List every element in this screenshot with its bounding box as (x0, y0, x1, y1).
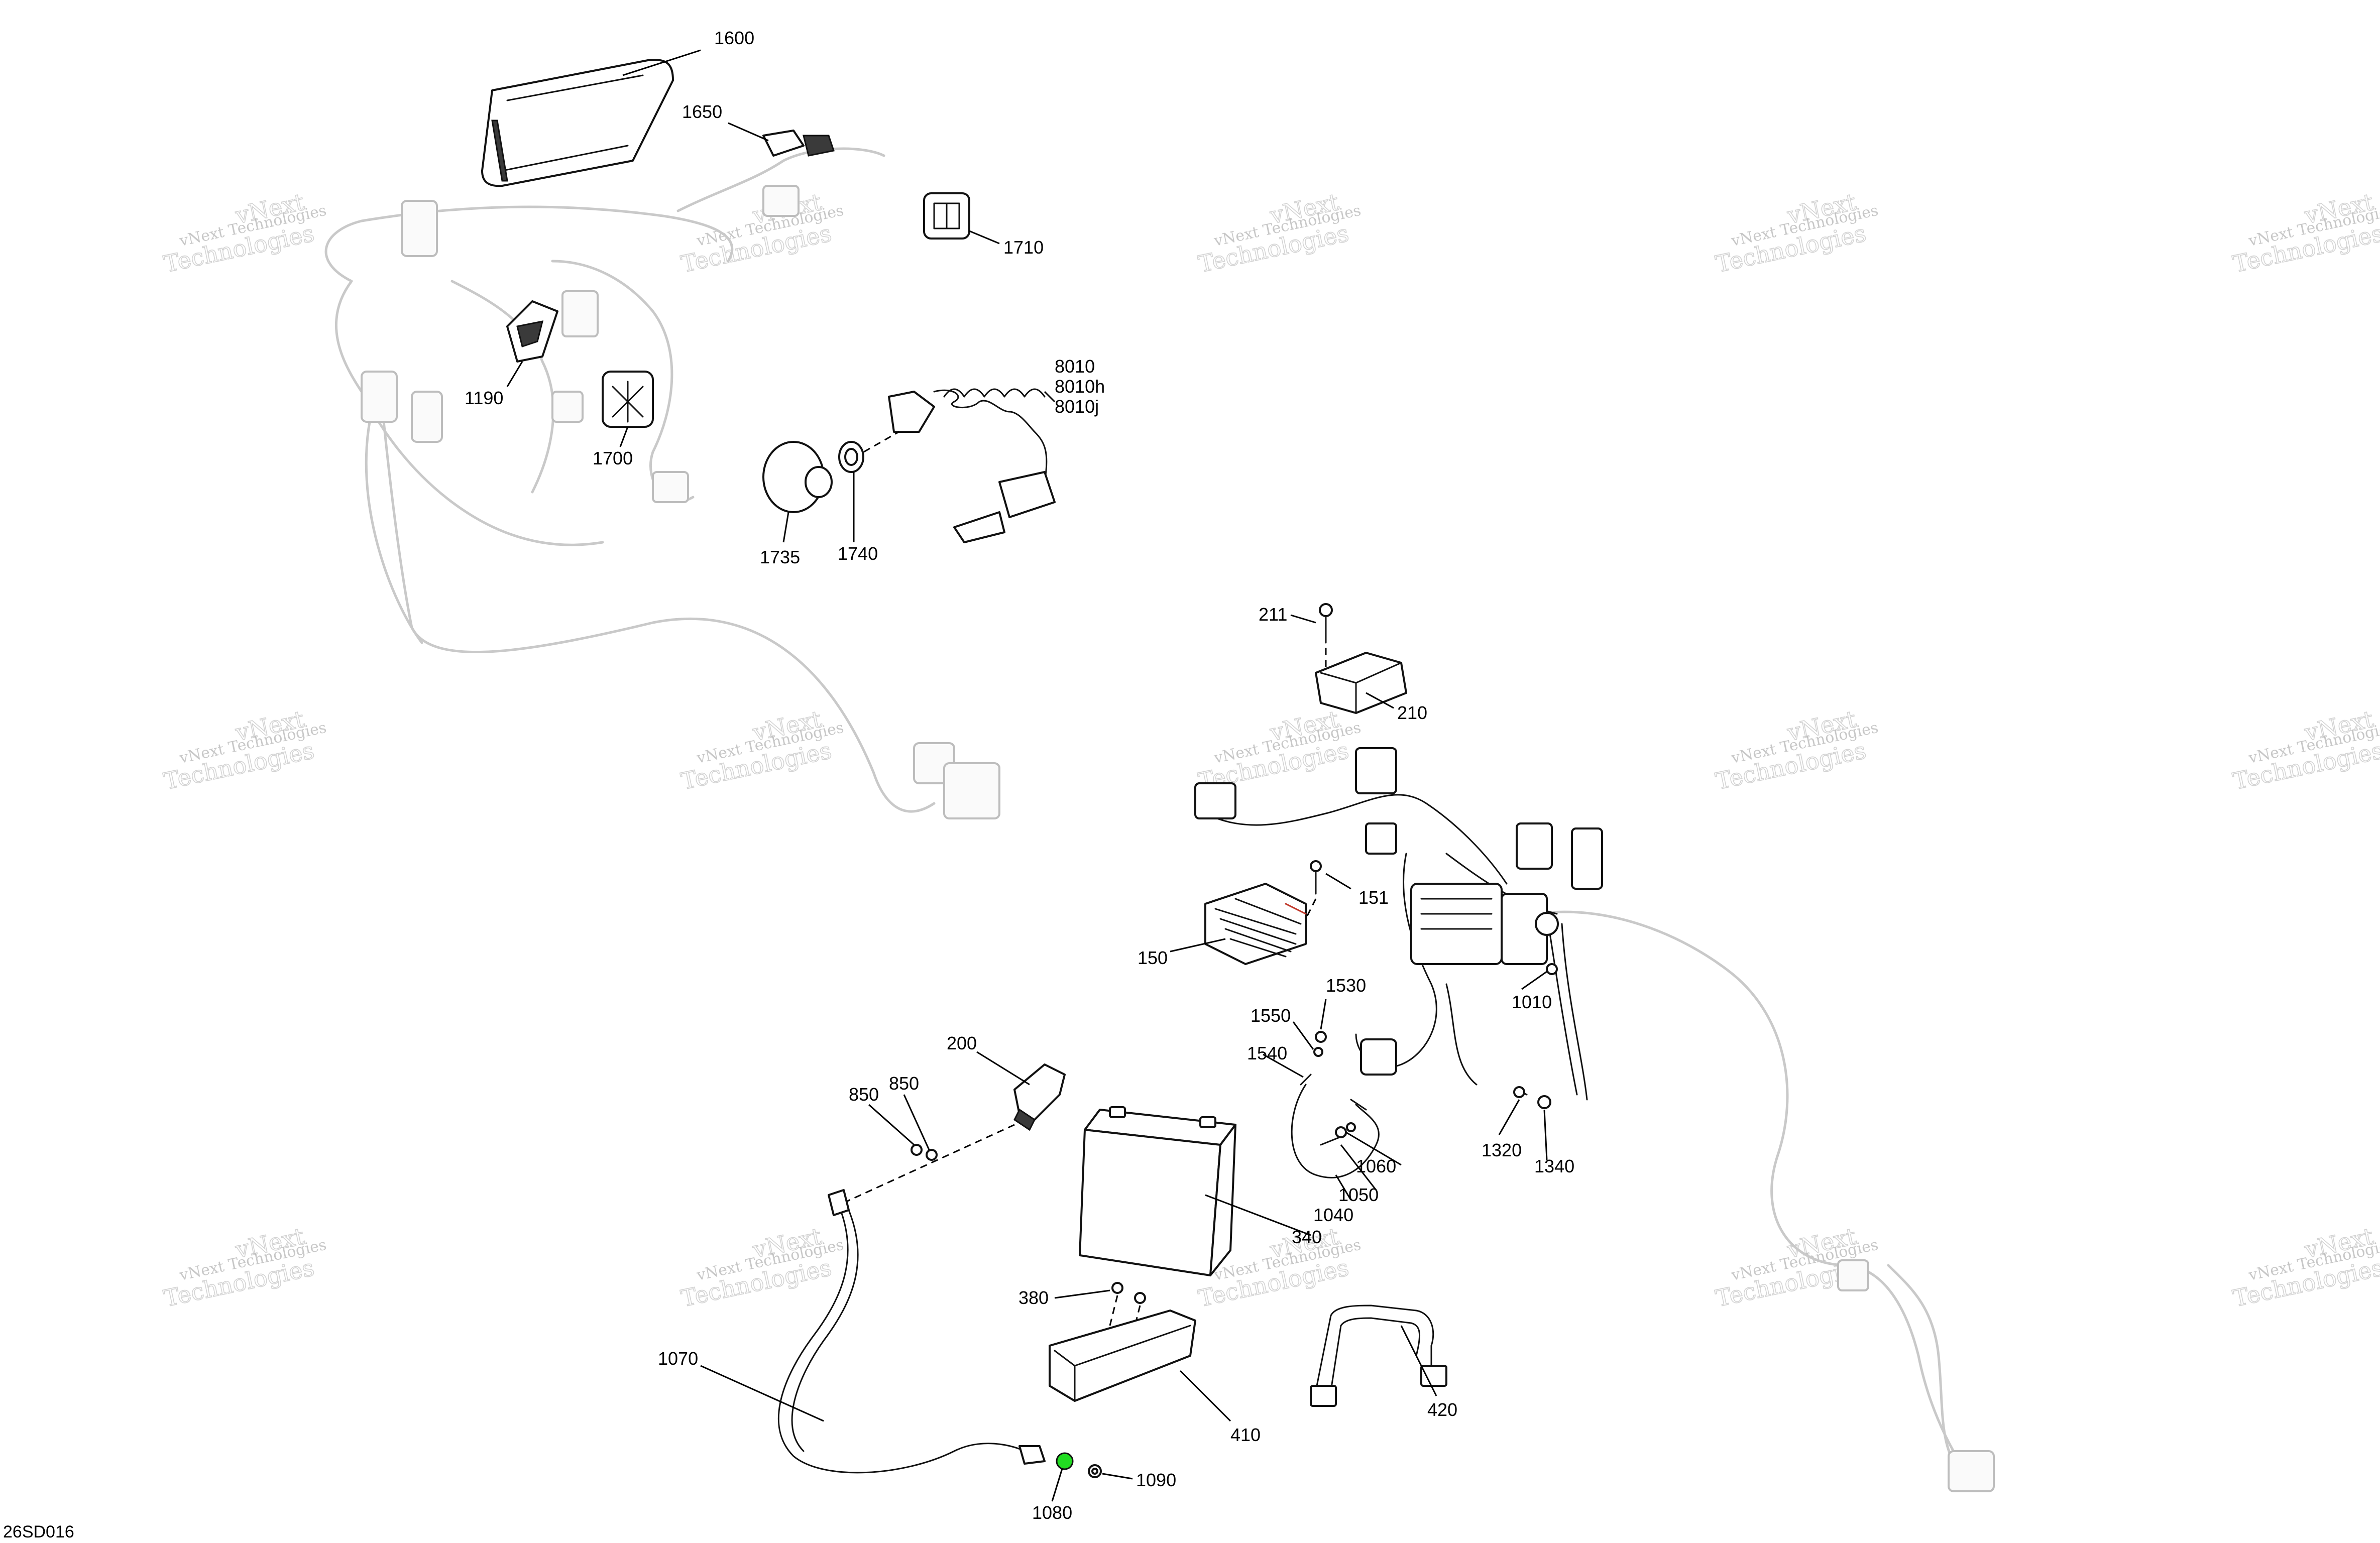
watermark: vNext Technologies Technologies vNext (678, 1222, 845, 1313)
connector-icon (1365, 822, 1397, 855)
washer-1090 (1088, 1464, 1133, 1480)
screw-151 (1305, 860, 1351, 919)
watermark: vNext Technologies Technologies vNext (2230, 188, 2380, 278)
callout-1060[interactable]: 1060 (1356, 1156, 1396, 1176)
connector-1700 (602, 371, 654, 447)
instrument-cluster (481, 49, 701, 187)
battery-tray-410 (1049, 1310, 1231, 1422)
ghost-lower-harness (1535, 910, 1995, 1492)
relay-210 (1315, 652, 1407, 714)
connector-icon (1516, 822, 1553, 870)
callout-420[interactable]: 420 (1427, 1399, 1457, 1420)
battery-cable-1040 (1263, 1053, 1380, 1201)
fuse-box (1410, 883, 1503, 965)
callout-1710[interactable]: 1710 (1003, 237, 1044, 258)
callout-1010[interactable]: 1010 (1512, 992, 1552, 1012)
switch-1710 (923, 192, 1000, 245)
connector-icon (1571, 827, 1603, 890)
connector-icon (1360, 1038, 1397, 1076)
callout-1050[interactable]: 1050 (1338, 1184, 1379, 1205)
screw-211 (1290, 603, 1333, 668)
starter-solenoid-200 (838, 1051, 1066, 1206)
nuts-850 (868, 1094, 938, 1161)
connector-1650 (728, 122, 835, 157)
watermark: vNext Technologies Technologies vNext (1195, 188, 1363, 278)
callout-1540[interactable]: 1540 (1247, 1043, 1287, 1063)
callout-210[interactable]: 210 (1397, 702, 1427, 723)
nut-1080 (1051, 1452, 1074, 1502)
callout-1735[interactable]: 1735 (760, 547, 800, 567)
callout-151[interactable]: 151 (1358, 887, 1389, 908)
watermark: vNext Technologies Technologies vNext (2230, 705, 2380, 795)
callout-410[interactable]: 410 (1230, 1425, 1261, 1445)
callout-1070[interactable]: 1070 (658, 1348, 698, 1369)
callout-850-left[interactable]: 850 (849, 1084, 879, 1105)
callout-labels: 1600 1650 1710 1190 1700 8010 8010h 8010… (465, 28, 1574, 1523)
callout-1550[interactable]: 1550 (1251, 1005, 1291, 1026)
battery-strap-420 (1310, 1304, 1447, 1407)
watermark: vNext Technologies Technologies vNext (678, 705, 845, 795)
watermarks: vNext Technologies Technologies vNext vN… (161, 188, 2380, 1313)
callout-150[interactable]: 150 (1138, 947, 1168, 968)
callout-1090[interactable]: 1090 (1136, 1470, 1176, 1490)
screw-1010 (1521, 963, 1558, 990)
voltage-regulator-150 (1170, 883, 1307, 965)
callout-1600[interactable]: 1600 (714, 28, 754, 48)
battery-cable-1070 (700, 1189, 1046, 1474)
watermark: vNext Technologies Technologies vNext (1195, 705, 1363, 795)
callout-8010j[interactable]: 8010j (1055, 396, 1099, 417)
callout-211[interactable]: 211 (1259, 604, 1287, 625)
screw-1320-1340 (1498, 1086, 1551, 1160)
callout-1740[interactable]: 1740 (838, 543, 878, 564)
watermark: vNext Technologies Technologies vNext (161, 705, 328, 795)
callout-8010[interactable]: 8010 (1055, 356, 1095, 377)
ghost-upper-harness (324, 147, 1000, 819)
callout-380[interactable]: 380 (1018, 1287, 1049, 1308)
nut-1530-1550 (1292, 999, 1327, 1057)
main-harness (1194, 747, 1603, 1101)
highlight-marker (1056, 1452, 1074, 1470)
watermark: vNext Technologies Technologies vNext (1713, 188, 1880, 278)
watermark: vNext Technologies Technologies vNext (2230, 1222, 2380, 1313)
connector-icon (1194, 782, 1236, 819)
watermark: vNext Technologies Technologies vNext (161, 1222, 328, 1313)
callout-1700[interactable]: 1700 (593, 448, 633, 468)
callout-1650[interactable]: 1650 (682, 101, 722, 122)
watermark: vNext Technologies Technologies vNext (678, 188, 845, 278)
watermark: vNext Technologies Technologies vNext (1713, 705, 1880, 795)
battery-340 (1079, 1106, 1311, 1276)
nut-1740 (838, 431, 899, 542)
callout-850-right[interactable]: 850 (889, 1073, 919, 1094)
connector-icon (1355, 747, 1397, 794)
dess-cord-8010 (888, 388, 1056, 543)
callout-1530[interactable]: 1530 (1326, 975, 1366, 996)
callout-1080[interactable]: 1080 (1032, 1502, 1072, 1523)
callout-200[interactable]: 200 (947, 1033, 977, 1053)
watermark: vNext Technologies Technologies vNext (161, 188, 328, 278)
callout-1040[interactable]: 1040 (1313, 1205, 1353, 1225)
callout-340[interactable]: 340 (1292, 1227, 1322, 1247)
connector-1190 (506, 300, 558, 387)
bolt-1060-1050 (1320, 1122, 1402, 1191)
callout-1190[interactable]: 1190 (465, 388, 503, 408)
callout-8010h[interactable]: 8010h (1055, 376, 1105, 397)
switch-housing-1735 (762, 441, 833, 543)
diagram-id-label: 26SD016 (3, 1522, 74, 1541)
callout-1340[interactable]: 1340 (1534, 1156, 1574, 1176)
callout-1320[interactable]: 1320 (1482, 1140, 1522, 1160)
